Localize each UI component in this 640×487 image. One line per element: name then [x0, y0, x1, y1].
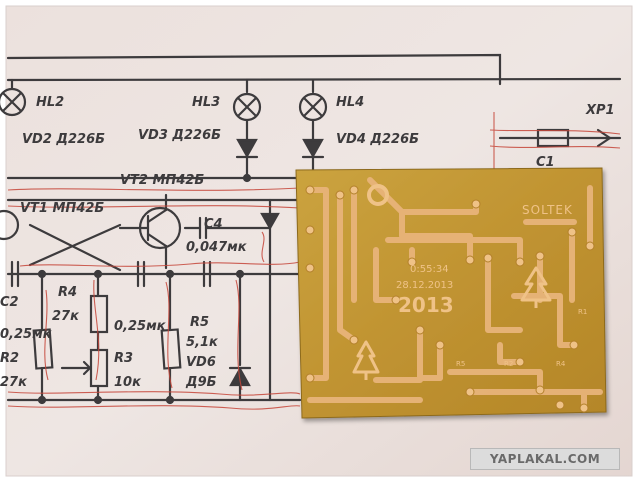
- pcb-label-r1: R1: [578, 308, 587, 316]
- watermark: YAPLAKAL.COM: [470, 448, 620, 470]
- label-vd6-type: Д9Б: [185, 375, 217, 390]
- label-xp1: XP1: [585, 103, 615, 118]
- pcb-label-r5: R5: [456, 360, 465, 368]
- label-r5: R5: [190, 315, 209, 330]
- label-vd4: VD4 Д226Б: [336, 132, 419, 147]
- label-c2-value: 0,25мк: [0, 327, 53, 342]
- pcb-year: 2013: [398, 293, 454, 317]
- label-c4: C4: [204, 217, 223, 232]
- pcb-brand: SOLTEK: [522, 203, 573, 217]
- label-r4-value: 27к: [52, 309, 80, 324]
- label-r3: R3: [114, 351, 133, 366]
- label-vt2: VT2 МП42Б: [120, 173, 204, 188]
- label-c2: C2: [0, 295, 19, 310]
- tree-icon: [352, 340, 380, 380]
- label-vd2: VD2 Д226Б: [22, 132, 105, 147]
- label-hl3: HL3: [192, 95, 220, 110]
- schematic-drawing: [0, 53, 622, 405]
- label-hl4: HL4: [336, 95, 364, 110]
- label-vd6: VD6: [186, 355, 216, 370]
- pcb-pads: [305, 184, 595, 413]
- label-vt1: VT1 МП42Б: [20, 201, 104, 216]
- label-r2-value: 27к: [0, 375, 28, 390]
- label-c4-value: 0,047мк: [186, 240, 248, 255]
- label-c1: C1: [536, 155, 555, 170]
- label-vd3: VD3 Д226Б: [138, 128, 221, 143]
- pcb-date: 28.12.2013: [396, 280, 453, 291]
- pcb-label-r4: R4: [556, 360, 566, 368]
- label-hl2: HL2: [36, 95, 64, 110]
- pcb-label-r2: R2: [504, 360, 513, 368]
- label-r4: R4: [58, 285, 77, 300]
- pcb-traces: [307, 177, 603, 411]
- pcb-time: 0:55:34: [410, 264, 449, 275]
- tree-icon: [520, 266, 552, 308]
- red-pencil-tracing: [7, 112, 621, 410]
- watermark-text: YAPLAKAL.COM: [489, 452, 601, 466]
- label-c3-value: 0,25мк: [114, 319, 167, 334]
- label-r3-value: 10к: [114, 375, 142, 390]
- label-r2: R2: [0, 351, 19, 366]
- label-r5-value: 5,1к: [186, 335, 219, 350]
